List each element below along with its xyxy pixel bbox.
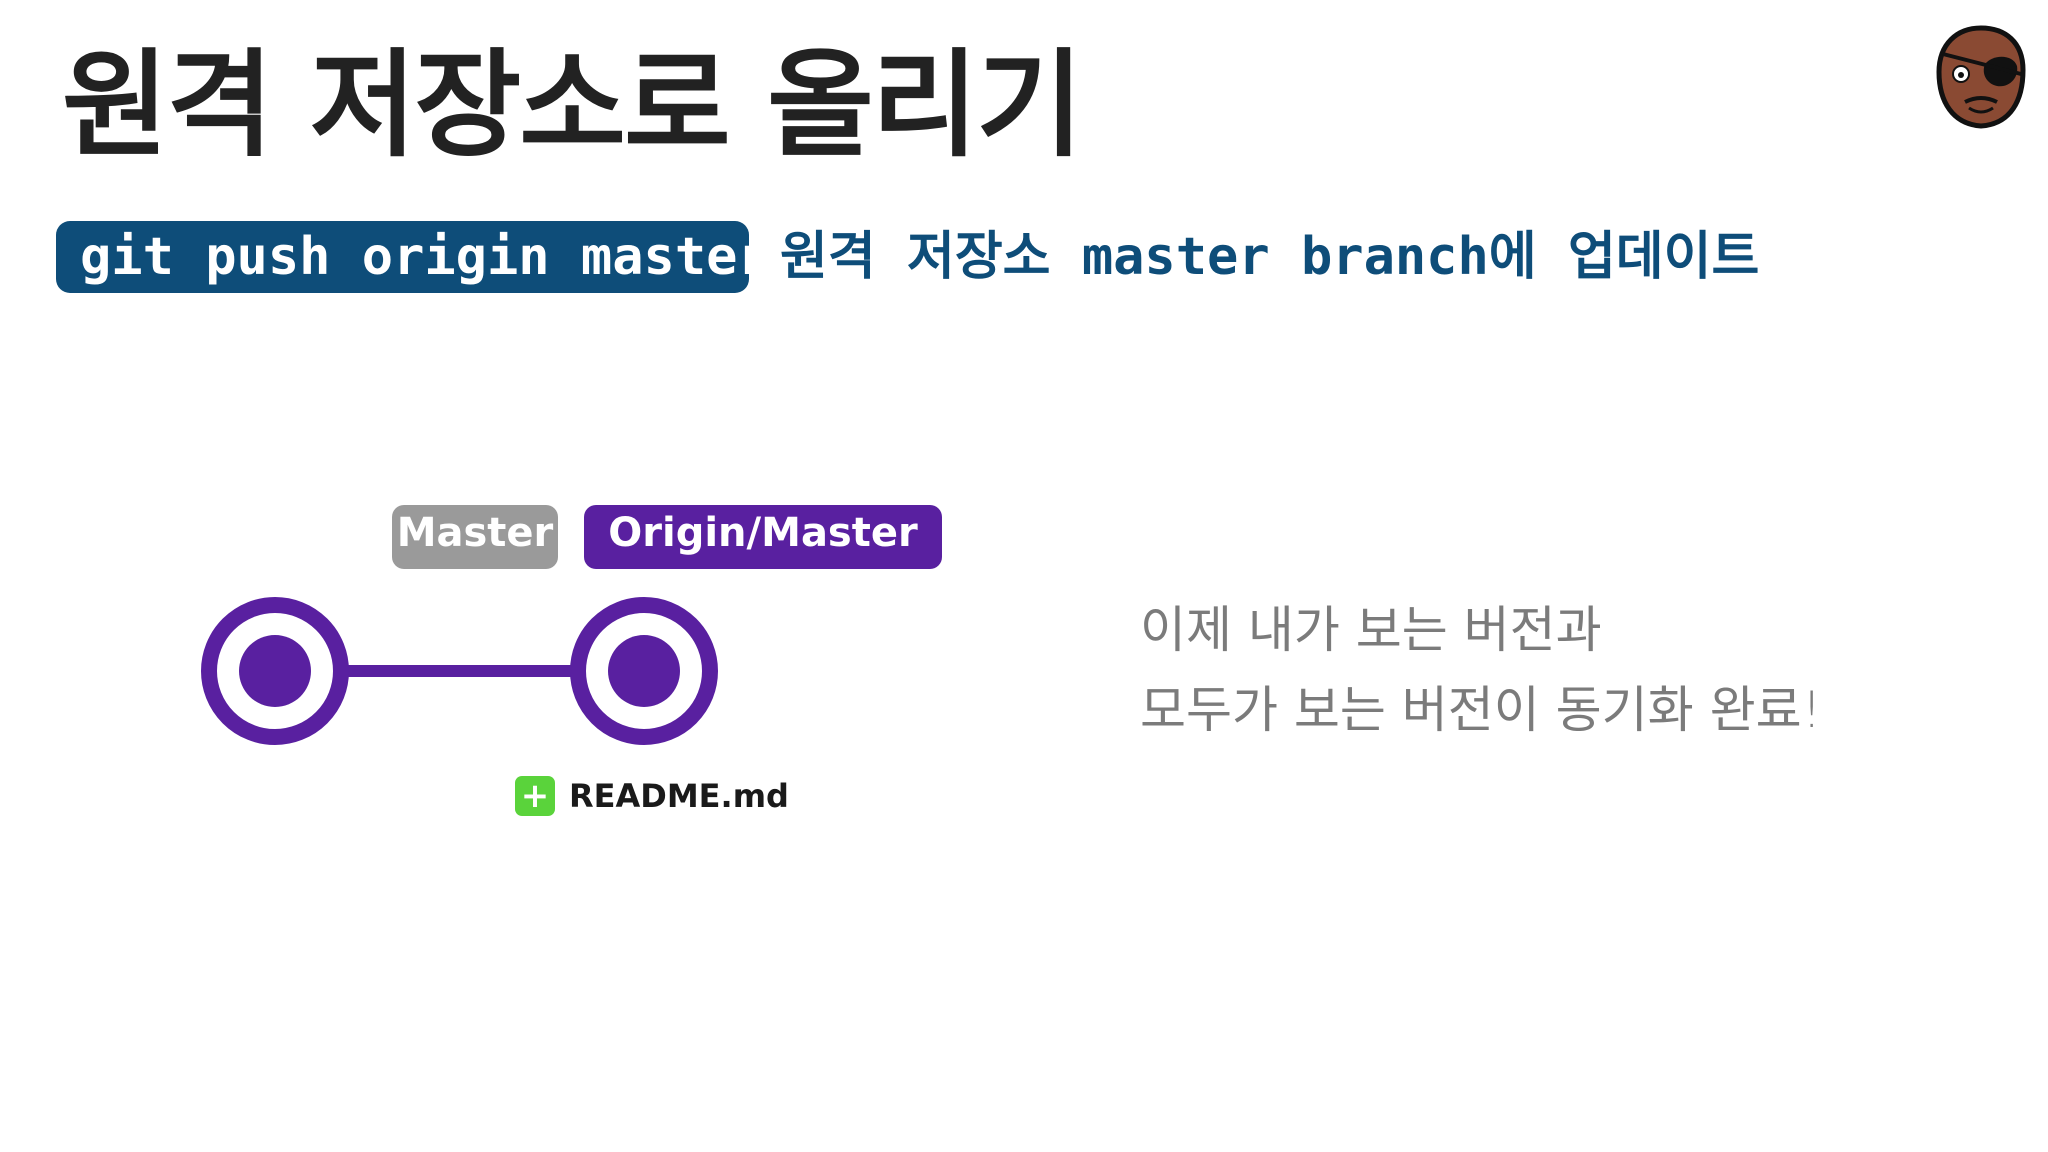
added-file-label: + README.md <box>515 774 789 818</box>
file-name: README.md <box>569 777 789 815</box>
sync-note: 이제 내가 보는 버전과 모두가 보는 버전이 동기화 완료! <box>1140 590 1822 750</box>
eyepatch-character-icon <box>1936 25 2026 129</box>
origin-master-branch-tag: Origin/Master <box>584 505 942 569</box>
commit-node-1 <box>201 597 349 745</box>
slide-title: 원격 저장소로 올리기 <box>62 38 1083 173</box>
plus-icon: + <box>515 776 555 816</box>
sync-note-line-1: 이제 내가 보는 버전과 <box>1140 601 1602 659</box>
command-description: 원격 저장소 master branch에 업데이트 <box>780 227 1760 287</box>
command-pill: git push origin master <box>56 221 769 293</box>
commit-node-2 <box>570 597 718 745</box>
sync-note-line-2: 모두가 보는 버전이 동기화 완료! <box>1140 681 1822 739</box>
master-branch-tag: Master <box>392 505 558 569</box>
